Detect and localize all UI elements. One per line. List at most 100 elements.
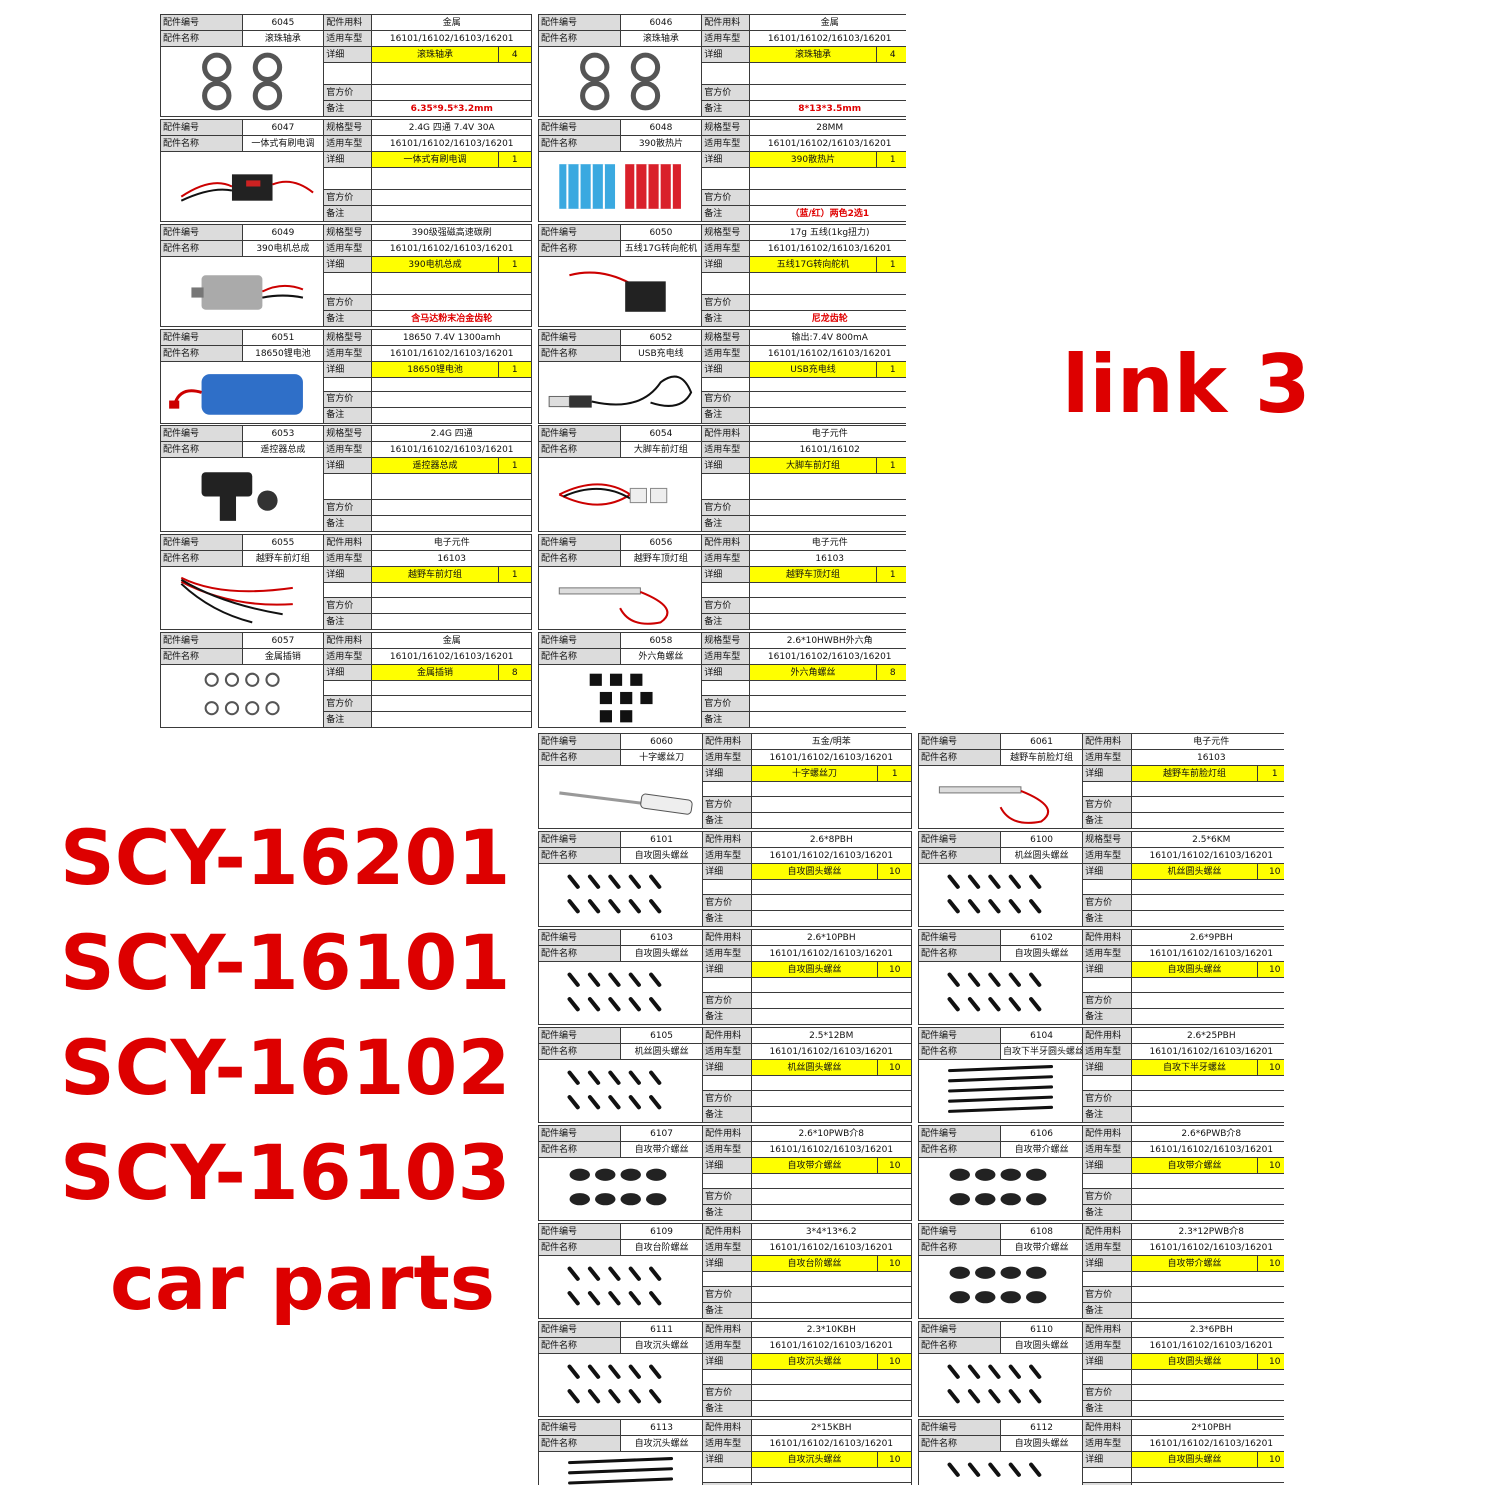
note-value: 尼龙齿轮: [749, 310, 906, 327]
fit-value: 16101/16102/16103/16201: [1130, 1043, 1284, 1060]
attr-value: 2.6*10PBH: [750, 929, 913, 946]
detail-label: 详细: [702, 1353, 752, 1370]
motor-icon: [162, 258, 323, 326]
note-label: 备注: [701, 310, 751, 327]
attr-value: 2*10PBH: [1130, 1419, 1284, 1436]
led-strip-icon: [920, 767, 1082, 828]
screws-icon: [920, 963, 1082, 1024]
note-value: （蓝/红）两色2选1: [749, 205, 906, 222]
wires-icon: [162, 568, 323, 629]
price-value: [750, 1188, 913, 1205]
washer-screws-icon: [920, 1159, 1082, 1220]
part-name-label: 配件名称: [917, 1141, 1002, 1158]
battery-icon: [162, 362, 323, 422]
part-name-value: 越野车前灯组: [241, 550, 325, 567]
qty-value: 10: [877, 1353, 912, 1370]
part-no-label: 配件编号: [538, 733, 622, 750]
part-photo: [537, 457, 703, 532]
note-value: [750, 1204, 913, 1221]
part-name-value: 五线17G转向舵机: [619, 240, 703, 257]
attr-value: 2.4G 四通 7.4V 30A: [371, 119, 532, 136]
note-value: [1130, 1008, 1284, 1025]
attr-label: 规格型号: [323, 329, 373, 346]
fit-value: 16101/16102/16103/16201: [750, 847, 913, 864]
washer-screws-icon: [540, 1159, 702, 1220]
fit-value: 16101/16102/16103/16201: [750, 749, 913, 766]
note-value: [371, 205, 532, 222]
detail-label: 详细: [323, 151, 373, 168]
note-label: 备注: [1082, 1204, 1132, 1221]
attr-label: 配件用料: [701, 534, 751, 551]
part-no-label: 配件编号: [160, 224, 243, 241]
part-photo: [537, 566, 703, 630]
attr-value: 金属: [371, 632, 532, 649]
fit-label: 适用车型: [701, 550, 751, 567]
part-name-label: 配件名称: [538, 749, 622, 766]
attr-label: 配件用料: [702, 831, 752, 848]
part-name-value: 18650锂电池: [241, 345, 325, 362]
fit-value: 16101/16102/16103/16201: [371, 240, 532, 257]
note-value: [749, 515, 906, 532]
attr-value: 2.6*6PWB介8: [1130, 1125, 1284, 1142]
qty-value: 10: [877, 1451, 912, 1468]
fit-label: 适用车型: [701, 30, 751, 47]
clip-icon: [162, 666, 323, 727]
price-label: 官方价: [702, 1090, 752, 1107]
screws-icon: [540, 963, 702, 1024]
price-label: 官方价: [1082, 1188, 1132, 1205]
part-name-value: 自攻带介螺丝: [1000, 1141, 1084, 1158]
attr-value: 电子元件: [749, 425, 906, 442]
part-no-value: 6112: [1000, 1419, 1084, 1436]
part-photo: [160, 566, 325, 630]
attr-value: 金属: [371, 14, 532, 31]
attr-label: 配件用料: [701, 425, 751, 442]
usb-cable-icon: [540, 362, 701, 422]
part-name-value: 越野车顶灯组: [619, 550, 703, 567]
part-name-label: 配件名称: [160, 135, 243, 152]
price-label: 官方价: [1082, 1286, 1132, 1303]
part-no-label: 配件编号: [917, 1223, 1002, 1240]
price-label: 官方价: [701, 294, 751, 311]
part-name-value: 一体式有刷电调: [241, 135, 325, 152]
note-label: 备注: [1082, 1008, 1132, 1025]
attr-label: 规格型号: [701, 224, 751, 241]
fit-value: 16101/16102/16103/16201: [371, 345, 532, 362]
attr-label: 规格型号: [701, 632, 751, 649]
price-label: 官方价: [1082, 992, 1132, 1009]
qty-value: 1: [1257, 765, 1284, 782]
note-value: [750, 1302, 913, 1319]
part-no-value: 6046: [619, 14, 703, 31]
part-name-value: 自攻沉头螺丝: [620, 1337, 704, 1354]
fit-value: 16101/16102/16103/16201: [750, 1141, 913, 1158]
part-no-label: 配件编号: [538, 1321, 622, 1338]
detail-label: 详细: [1082, 1451, 1132, 1468]
part-name-value: 自攻圆头螺丝: [1000, 1435, 1084, 1452]
detail-label: 详细: [701, 46, 751, 63]
qty-value: 10: [877, 1059, 912, 1076]
price-label: 官方价: [702, 992, 752, 1009]
detail-value: 自攻圆头螺丝: [1130, 1353, 1259, 1370]
part-no-value: 6107: [620, 1125, 704, 1142]
price-value: [749, 695, 906, 712]
fit-value: 16101/16102: [749, 441, 906, 458]
part-no-value: 6113: [620, 1419, 704, 1436]
qty-value: 1: [497, 566, 533, 583]
part-photo: [917, 1353, 1084, 1417]
fit-value: 16101/16102/16103/16201: [749, 135, 906, 152]
part-no-value: 6052: [619, 329, 703, 346]
detail-label: 详细: [702, 1255, 752, 1272]
attr-value: 2.6*8PBH: [750, 831, 913, 848]
attr-label: 规格型号: [1082, 831, 1132, 848]
price-value: [749, 84, 906, 101]
screws-icon: [920, 1355, 1082, 1416]
price-value: [1130, 1188, 1284, 1205]
part-photo: [917, 1059, 1084, 1123]
part-no-label: 配件编号: [160, 119, 243, 136]
